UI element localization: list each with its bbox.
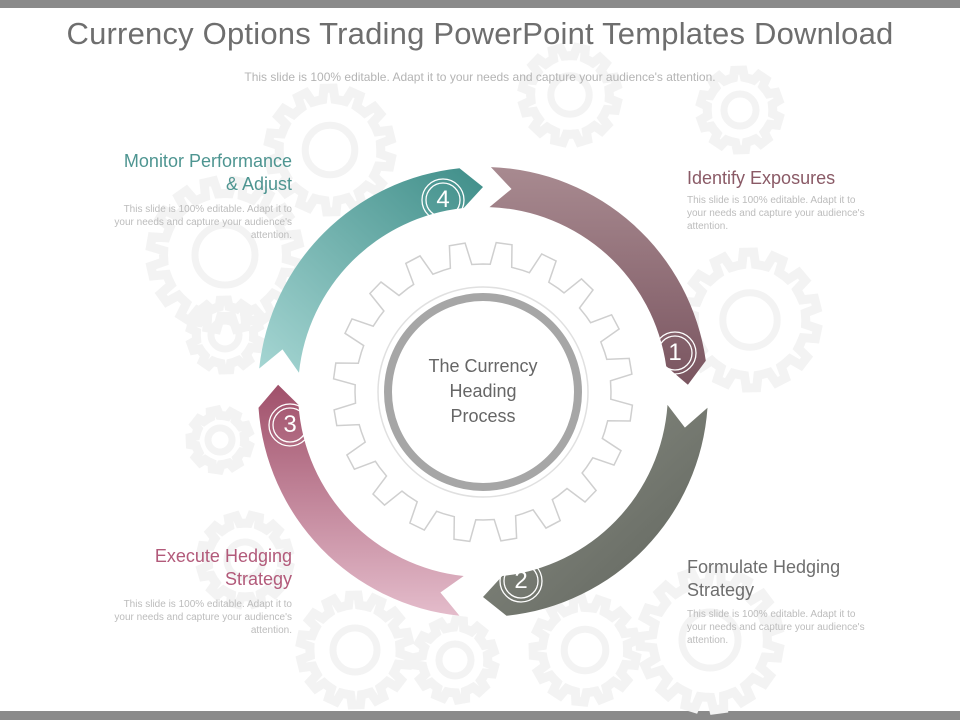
center-inner-ring (384, 293, 582, 491)
background-gear-hub (191, 221, 259, 289)
step-1-number: 1 (668, 339, 682, 366)
page-title: Currency Options Trading PowerPoint Temp… (66, 16, 894, 51)
background-gear-hub (560, 625, 610, 675)
background-gear-icon (410, 615, 500, 705)
center-label-line: The Currency (428, 356, 538, 376)
background-gear-icon (263, 83, 397, 217)
background-gear-icon (185, 404, 255, 475)
background-gear-icon (695, 65, 785, 155)
step-1-number-ring (653, 331, 697, 375)
step-1-title-line: Identify Exposures (687, 168, 836, 188)
background-gear-hub (720, 90, 760, 130)
center-label: The Currency Heading Process (403, 354, 563, 429)
step-1-number-ring (657, 335, 693, 371)
step-2-number: 2 (514, 567, 528, 594)
step-1-description: This slide is 100% editable. Adapt it to… (687, 195, 865, 232)
background-gears (145, 42, 823, 715)
background-gear-hub (547, 72, 593, 118)
background-gear-hub (435, 640, 475, 680)
bottom-border-bar (0, 711, 960, 720)
background-gear-icon (517, 42, 623, 148)
step-2-title: Formulate Hedging Strategy (687, 556, 927, 602)
step-2-title-line: Strategy (687, 580, 755, 600)
background-gear-hub (207, 317, 243, 353)
step-3-number: 3 (283, 411, 297, 438)
background-gear-icon (677, 247, 823, 393)
step-3-arrow (258, 384, 464, 616)
step-4-description: This slide is 100% editable. Adapt it to… (114, 204, 292, 241)
step-4-title-line: Monitor Performance (123, 151, 292, 171)
step-3-title-line: Execute Hedging (154, 546, 292, 566)
background-gear-icon (195, 510, 295, 610)
center-label-line: Heading (449, 381, 517, 401)
step-4-number-ring (425, 182, 461, 218)
background-gear-icon (528, 593, 642, 707)
step-4-title-line: & Adjust (225, 174, 292, 194)
background-gear-icon (185, 295, 265, 375)
step-4-title: Monitor Performance & Adjust (52, 150, 292, 196)
background-gear-hub (678, 608, 742, 672)
step-2-number-ring (499, 559, 543, 603)
step-1-arrow (489, 167, 706, 385)
step-3-number-ring (268, 403, 312, 447)
step-4-number: 4 (436, 186, 450, 213)
background-gear-icon (635, 565, 785, 715)
background-gear-hub (223, 538, 267, 582)
center-outer-ring (377, 286, 589, 498)
background-gear-icon (145, 175, 305, 335)
background-gear-hub (301, 121, 359, 179)
step-3-title-line: Strategy (224, 569, 292, 589)
step-2-title-line: Formulate Hedging (687, 557, 841, 577)
center-label-line: Process (450, 406, 516, 426)
step-4-number-ring (421, 178, 465, 222)
step-3-description: This slide is 100% editable. Adapt it to… (114, 599, 292, 636)
background-gear-hub (719, 289, 781, 351)
step-2-number-ring (503, 563, 539, 599)
step-1-title: Identify Exposures (687, 167, 927, 190)
top-border-bar (0, 0, 960, 8)
step-2-description: This slide is 100% editable. Adapt it to… (687, 609, 865, 646)
background-gear-icon (295, 590, 415, 710)
step-3-number-ring (272, 407, 308, 443)
page-subtitle: This slide is 100% editable. Adapt it to… (244, 70, 716, 84)
step-3-title: Execute Hedging Strategy (52, 545, 292, 591)
background-gear-hub (204, 424, 236, 456)
background-gear-hub (329, 624, 381, 676)
